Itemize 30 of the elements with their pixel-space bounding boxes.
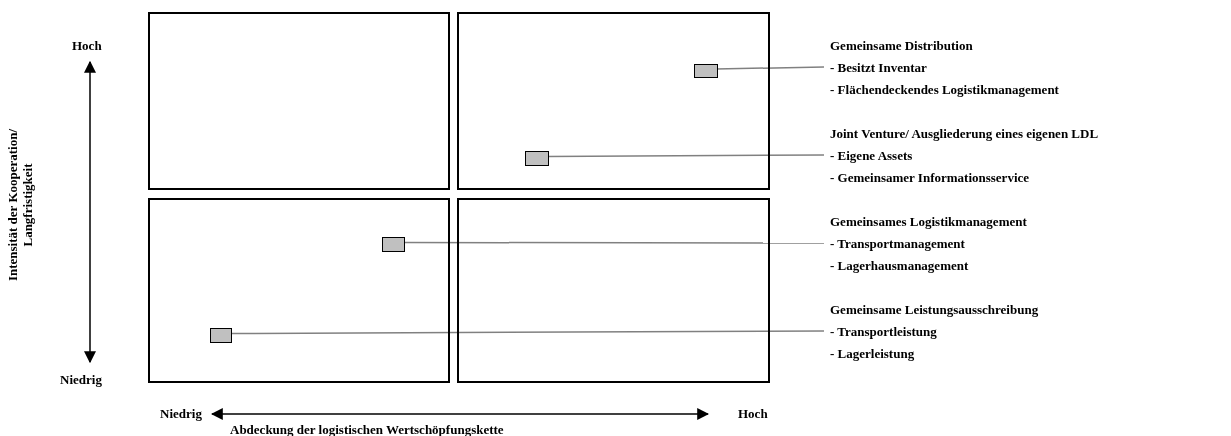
axis-end-label: Hoch (72, 38, 102, 53)
marker-square (210, 328, 232, 343)
heading: Gemeinsames Logistikmanagement (830, 214, 1027, 229)
quadrant-box (457, 12, 770, 190)
marker-square (694, 64, 718, 78)
leader-line (715, 66, 825, 70)
marker-square (382, 237, 405, 252)
axis-title: Abdeckung der logistischen Wertschöpfungskette (230, 422, 504, 436)
quadrant-box (148, 12, 450, 190)
list-item: - Lagerhausmanagement (830, 258, 969, 273)
list-item: - Flächendeckendes Logistikmanagement (830, 82, 1059, 97)
axis-end-label: Hoch (738, 406, 768, 421)
leader-line (229, 330, 825, 335)
list-item: - Eigene Assets (830, 148, 913, 163)
list-item: - Transportmanagement (830, 236, 965, 251)
list-item: - Gemeinsamer Informationsservice (830, 170, 1030, 185)
heading: Gemeinsame Leistungsausschreibung (830, 302, 1039, 317)
leader-line (546, 154, 825, 158)
marker-square (525, 151, 549, 166)
heading: Joint Venture/ Ausgliederung eines eigenen LDL (830, 126, 1099, 141)
heading: Gemeinsame Distribution (830, 38, 973, 53)
quadrant-box (457, 198, 770, 383)
list-item: - Besitzt Inventar (830, 60, 927, 75)
leader-line (402, 241, 825, 244)
axis-title: Intensität der Kooperation/ Langfristigkeit (5, 127, 35, 284)
quadrant-box (148, 198, 450, 383)
axis-end-label: Niedrig (60, 372, 102, 387)
axis-end-label: Niedrig (160, 406, 202, 421)
list-item: - Lagerleistung (830, 346, 915, 361)
list-item: - Transportleistung (830, 324, 937, 339)
